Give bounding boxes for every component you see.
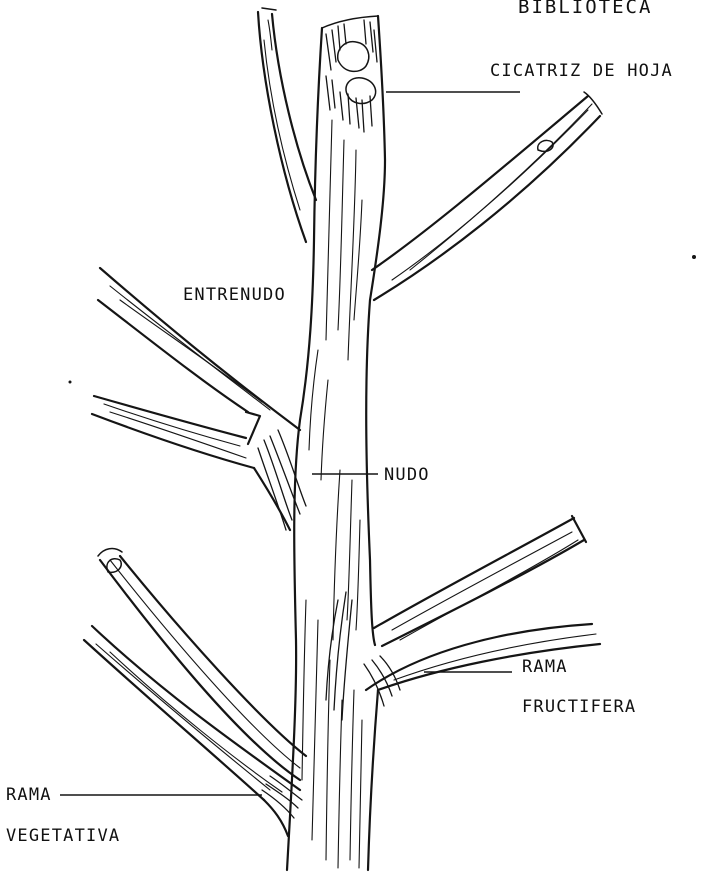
leaf-scar-label: CICATRIZ DE HOJA: [490, 61, 673, 81]
fruiting-branch-label-line1: RAMA: [522, 657, 568, 677]
fruiting-branch-label-line2: FRUCTIFERA: [522, 697, 636, 717]
scan-specks: [69, 255, 697, 384]
upper-right-branch: [372, 92, 602, 300]
internode-label: ENTRENUDO: [183, 285, 286, 305]
vegetative-branch-label-line2: VEGETATIVA: [6, 826, 120, 846]
middle-left-branches: [92, 268, 300, 530]
leader-lines: [60, 92, 520, 795]
fruiting-branches: [364, 516, 600, 706]
vegetative-branches: [84, 549, 306, 836]
node-label: NUDO: [384, 465, 430, 485]
vegetative-branch-label-line1: RAMA: [6, 785, 52, 805]
labels: CICATRIZ DE HOJA ENTRENUDO NUDO RAMA FRU…: [6, 61, 673, 846]
upper-left-branch: [258, 8, 316, 242]
header-fragment: BIBLIOTECA: [518, 0, 652, 18]
leaf-scars: [338, 42, 376, 104]
